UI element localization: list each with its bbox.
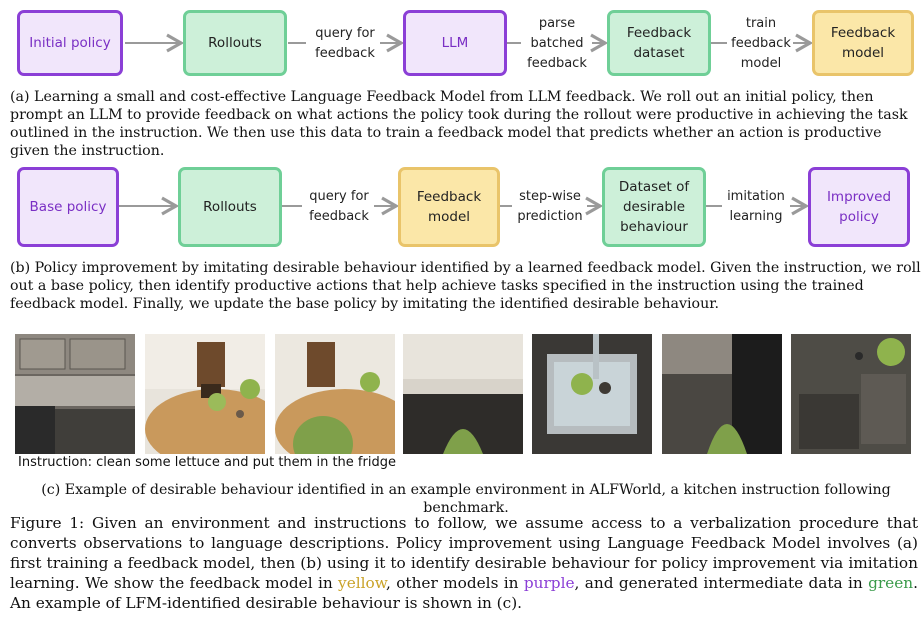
frame-5-sink-washing	[532, 334, 652, 454]
caption-part: . An example of LFM-identified desirable…	[10, 574, 918, 612]
base-policy-box: Base policy	[17, 167, 119, 247]
box-label: Feedback dataset	[626, 25, 692, 61]
llm-box: LLM	[403, 10, 507, 76]
desirable-dataset-box: Dataset of desirable behaviour	[602, 167, 706, 247]
rollouts-box: Rollouts	[183, 10, 287, 76]
edge-label-step-wise-prediction: step-wise prediction	[517, 189, 583, 224]
box-label: Improved policy	[826, 189, 892, 225]
edge-label-query-feedback: query for feedback	[315, 26, 375, 61]
frame-2-coffee-table	[145, 334, 265, 454]
frame-4-holding-lettuce	[403, 334, 523, 454]
edge-label-parse-batched-feedback: parse batched feedback	[527, 16, 587, 71]
improved-policy-box: Improved policy	[808, 167, 910, 247]
frame-3-lettuce-pickup	[275, 334, 395, 454]
caption-part: Figure 1: Given an environment and instr…	[10, 514, 918, 592]
box-label: Dataset of desirable behaviour	[618, 179, 690, 235]
caption-yellow-word: yellow	[338, 574, 387, 592]
instruction-text: Instruction: clean some lettuce and put …	[18, 455, 396, 470]
box-label: LLM	[441, 35, 469, 51]
feedback-dataset-box: Feedback dataset	[607, 10, 711, 76]
caption-part: , and generated intermediate data in	[574, 574, 869, 592]
edge-label-imitation-learning: imitation learning	[727, 189, 785, 224]
caption-a: (a) Learning a small and cost-effective …	[10, 89, 908, 159]
caption-green-word: green	[868, 574, 914, 592]
box-label: Rollouts	[203, 199, 257, 215]
rollouts-box-b: Rollouts	[178, 167, 282, 247]
feedback-model-box-b: Feedback model	[398, 167, 500, 247]
caption-c: (c) Example of desirable behaviour ident…	[41, 482, 891, 516]
box-label: Feedback model	[830, 25, 896, 61]
box-label: Feedback model	[416, 189, 482, 225]
box-label: Initial policy	[29, 35, 111, 51]
box-label: Base policy	[29, 199, 107, 215]
caption-part: , other models in	[386, 574, 524, 592]
edge-label-train-feedback-model: train feedback model	[731, 16, 791, 71]
frame-7-top-down-fridge	[791, 334, 911, 454]
figure-caption: Figure 1: Given an environment and instr…	[10, 513, 918, 613]
caption-purple-word: purple	[523, 574, 575, 592]
frame-1-kitchen-view	[15, 334, 135, 454]
edge-label-query-feedback-b: query for feedback	[309, 189, 369, 224]
feedback-model-box: Feedback model	[812, 10, 914, 76]
initial-policy-box: Initial policy	[17, 10, 123, 76]
frame-6-fridge-approach	[662, 334, 782, 454]
caption-b: (b) Policy improvement by imitating desi…	[10, 260, 921, 312]
box-label: Rollouts	[208, 35, 262, 51]
